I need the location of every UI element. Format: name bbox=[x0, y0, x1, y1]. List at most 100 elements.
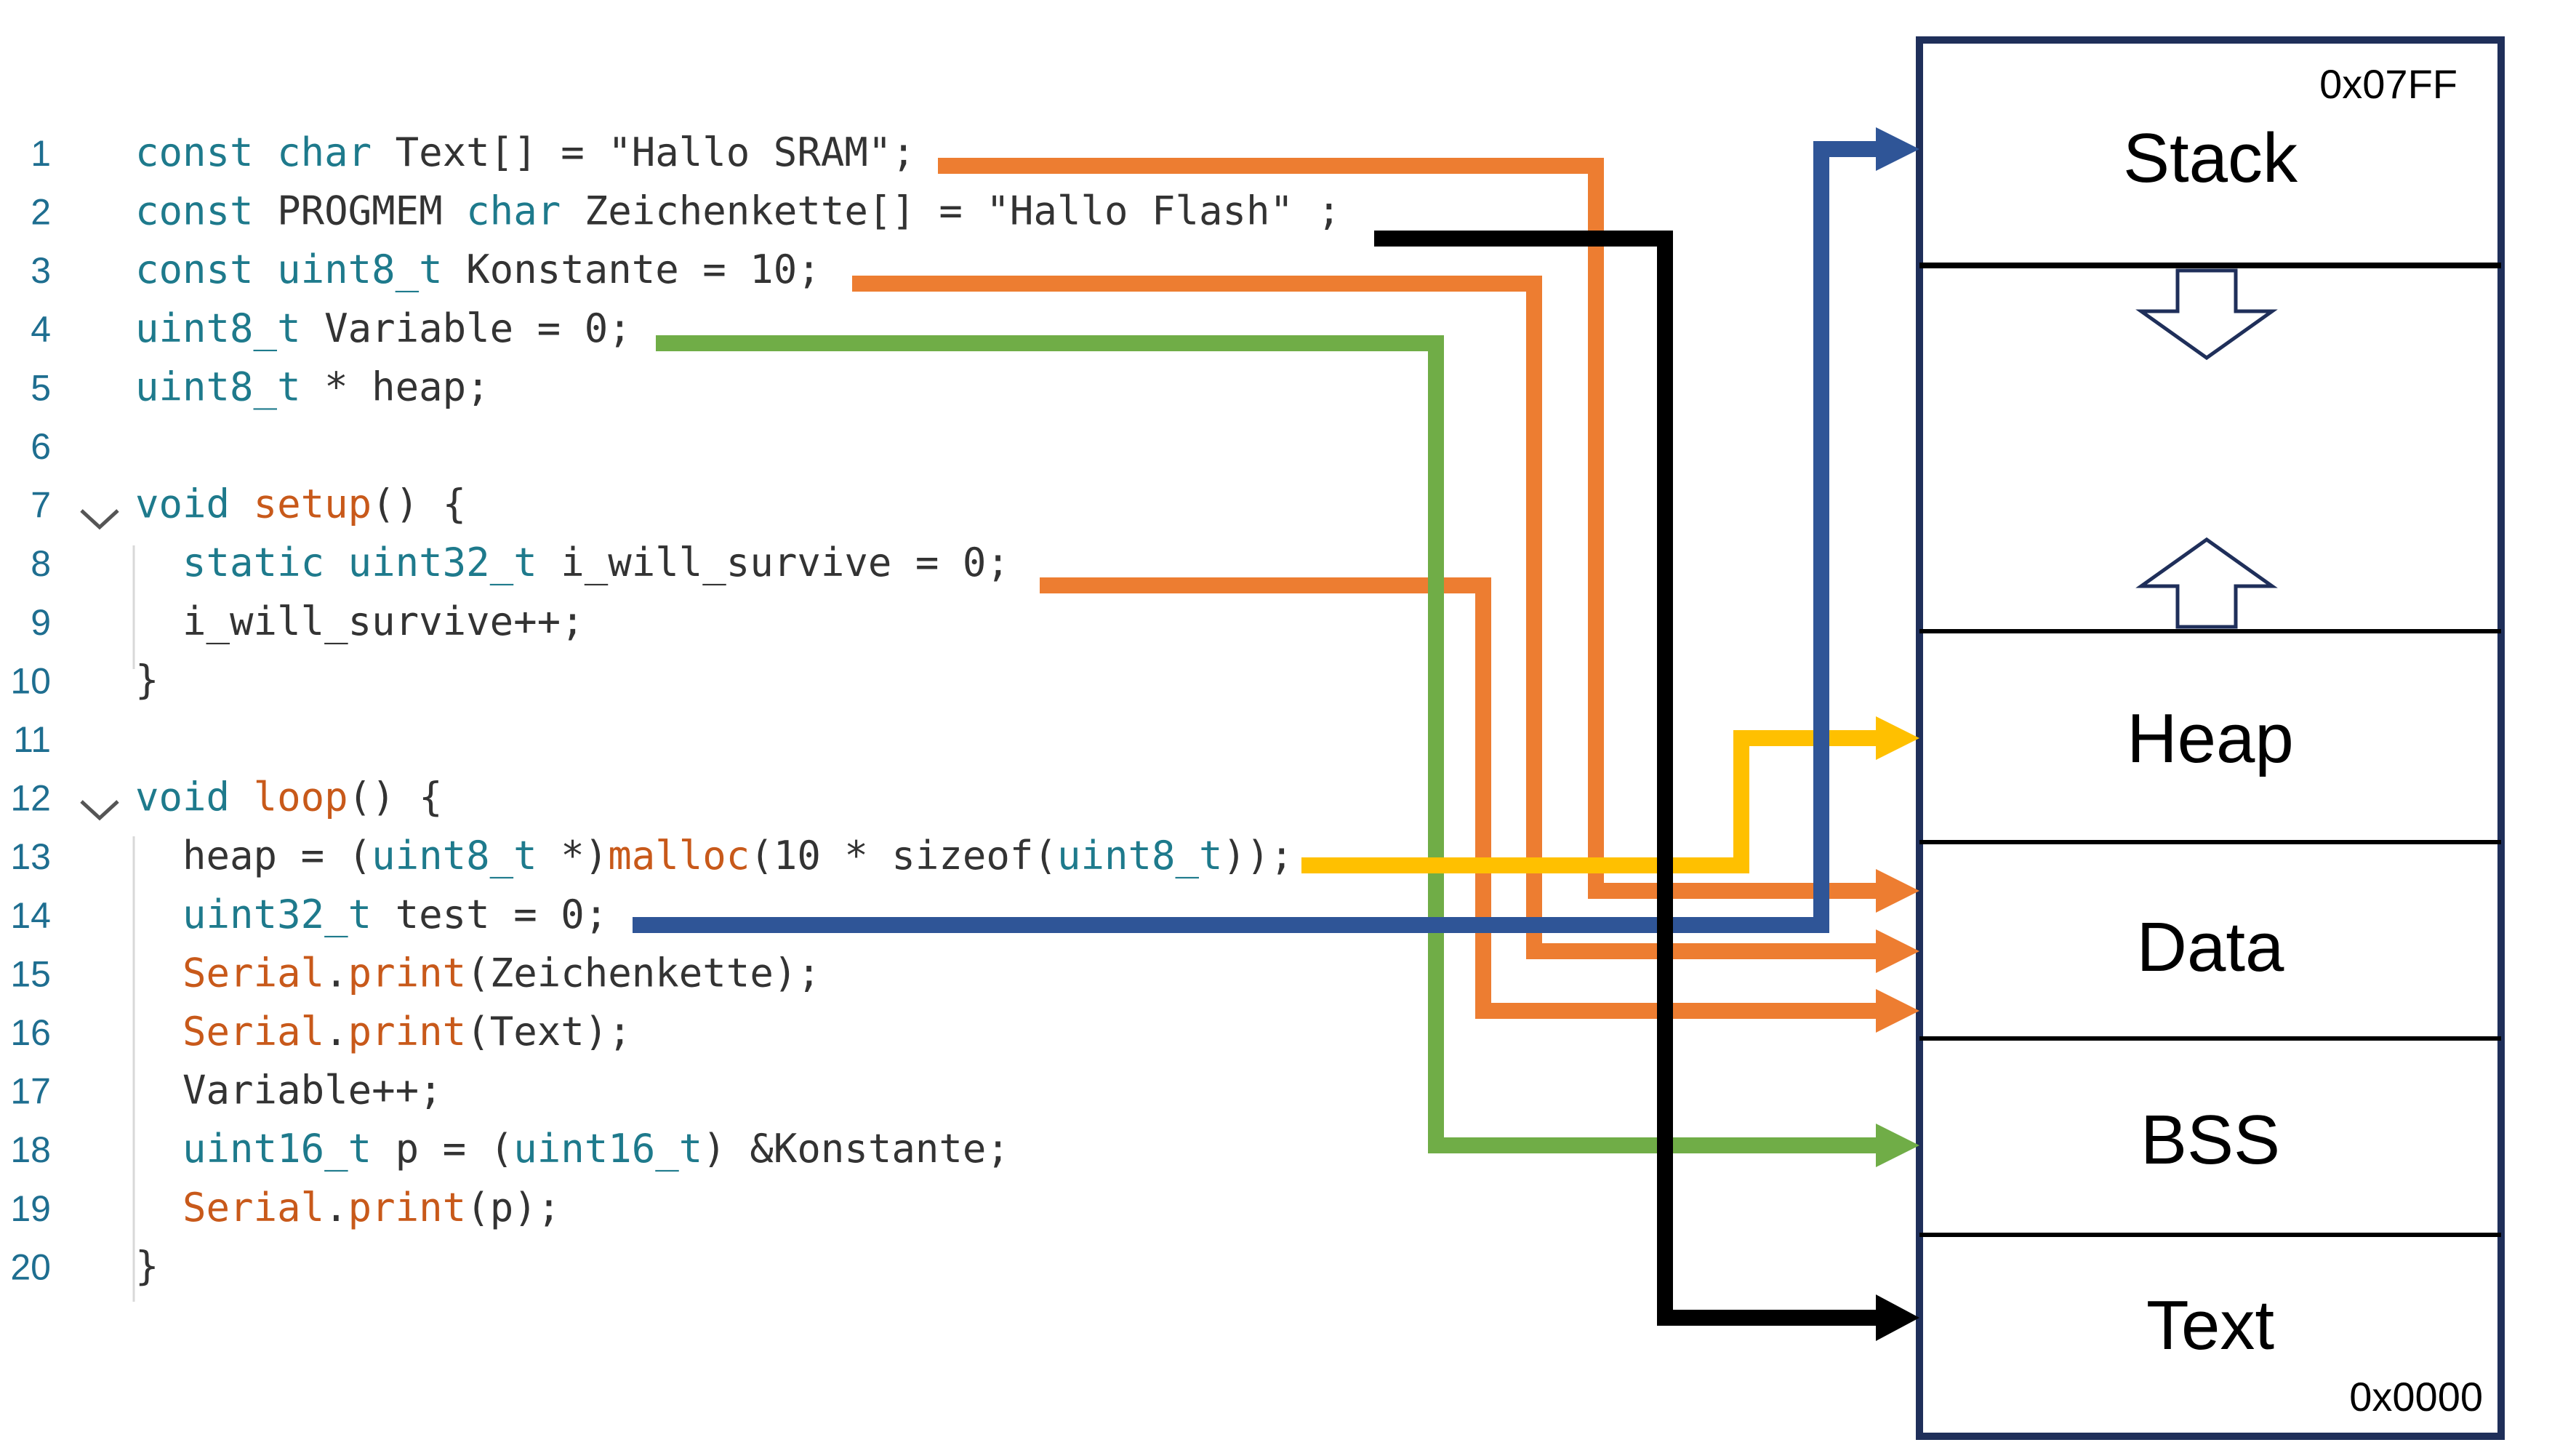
line-number: 3 bbox=[31, 250, 51, 291]
code-line[interactable]: const uint8_t Konstante = 10; bbox=[135, 247, 821, 292]
code-function: print bbox=[348, 1009, 467, 1054]
code-line[interactable]: uint32_t test = 0; bbox=[135, 892, 608, 937]
code-token: (Text); bbox=[466, 1009, 632, 1054]
arrowhead-icon bbox=[1876, 127, 1919, 171]
code-token: i_will_survive++; bbox=[135, 599, 585, 644]
code-line[interactable]: void setup() { bbox=[135, 481, 466, 527]
arrow-line1-to-data bbox=[938, 158, 1876, 899]
code-keyword: uint8_t bbox=[277, 247, 443, 292]
line-number: 9 bbox=[31, 602, 51, 643]
code-line[interactable]: } bbox=[135, 657, 159, 703]
line-number: 5 bbox=[31, 367, 51, 408]
bottom-address: 0x0000 bbox=[2349, 1374, 2483, 1420]
code-line[interactable]: void loop() { bbox=[135, 774, 443, 820]
arrow-line2-to-text bbox=[1374, 231, 1876, 1326]
code-keyword: char bbox=[466, 188, 561, 234]
arrowhead-icon bbox=[1876, 929, 1919, 973]
code-keyword: static bbox=[182, 540, 324, 585]
segment-heap: Heap bbox=[2127, 700, 2294, 777]
code-token: } bbox=[135, 657, 159, 703]
code-function: Serial bbox=[182, 1009, 324, 1054]
code-function: Serial bbox=[182, 1185, 324, 1230]
line-number: 13 bbox=[10, 836, 51, 877]
arrow-up-icon bbox=[2135, 537, 2278, 629]
code-keyword: const bbox=[135, 188, 254, 234]
top-address: 0x07FF bbox=[2319, 61, 2457, 107]
code-line[interactable]: uint8_t * heap; bbox=[135, 364, 490, 409]
code-keyword: const bbox=[135, 247, 254, 292]
code-keyword: uint8_t bbox=[135, 364, 301, 409]
arrow-line13-to-heap bbox=[1301, 730, 1876, 873]
arrow-down-icon bbox=[2135, 268, 2278, 361]
arrowhead-icon bbox=[1876, 989, 1919, 1033]
code-line[interactable]: heap = (uint8_t *)malloc(10 * sizeof(uin… bbox=[135, 833, 1293, 878]
chevron-down-icon[interactable] bbox=[80, 800, 119, 821]
code-token: Zeichenkette[] = "Hallo Flash" ; bbox=[561, 188, 1341, 234]
code-line[interactable]: Serial.print(Zeichenkette); bbox=[135, 950, 821, 996]
code-line[interactable]: } bbox=[135, 1243, 159, 1289]
arrow-line8-to-data bbox=[1040, 577, 1876, 1019]
code-token: Variable++; bbox=[135, 1068, 443, 1113]
code-keyword: uint32_t bbox=[348, 540, 537, 585]
code-line[interactable]: static uint32_t i_will_survive = 0; bbox=[135, 540, 1010, 585]
line-number: 1 bbox=[31, 133, 51, 174]
code-keyword: uint16_t bbox=[513, 1126, 702, 1172]
segment-stack: Stack bbox=[2123, 119, 2298, 197]
code-token bbox=[135, 1185, 182, 1230]
code-keyword: char bbox=[277, 129, 372, 175]
code-line[interactable]: const PROGMEM char Zeichenkette[] = "Hal… bbox=[135, 188, 1341, 234]
line-number: 7 bbox=[31, 485, 51, 526]
code-line[interactable]: uint8_t Variable = 0; bbox=[135, 305, 632, 351]
code-token bbox=[135, 892, 182, 937]
line-number: 4 bbox=[31, 309, 51, 350]
code-keyword: uint8_t bbox=[135, 305, 301, 351]
code-line[interactable]: Serial.print(p); bbox=[135, 1185, 561, 1230]
code-keyword: uint16_t bbox=[182, 1126, 372, 1172]
code-function: print bbox=[348, 1185, 467, 1230]
code-token: } bbox=[135, 1243, 159, 1289]
code-line[interactable]: Variable++; bbox=[135, 1068, 443, 1113]
line-number: 14 bbox=[10, 895, 51, 936]
fold-chevron-loop[interactable] bbox=[80, 800, 119, 821]
code-token: . bbox=[324, 950, 348, 996]
line-number: 18 bbox=[10, 1129, 51, 1170]
code-token: (p); bbox=[466, 1185, 561, 1230]
segment-data: Data bbox=[2137, 908, 2284, 986]
code-token bbox=[254, 129, 278, 175]
code-token bbox=[135, 540, 182, 585]
line-number: 17 bbox=[10, 1071, 51, 1112]
code-token: heap = ( bbox=[135, 833, 372, 878]
code-token: test = 0; bbox=[372, 892, 608, 937]
line-number: 8 bbox=[31, 543, 51, 584]
code-token: *) bbox=[537, 833, 609, 878]
code-function: print bbox=[348, 950, 467, 996]
code-token: p = ( bbox=[372, 1126, 513, 1172]
code-line[interactable]: const char Text[] = "Hallo SRAM"; bbox=[135, 129, 915, 175]
segment-text: Text bbox=[2146, 1286, 2274, 1364]
line-number: 6 bbox=[31, 426, 51, 467]
code-function: loop bbox=[254, 774, 348, 820]
code-line[interactable]: Serial.print(Text); bbox=[135, 1009, 632, 1054]
code-token: () { bbox=[372, 481, 466, 527]
code-token bbox=[135, 1126, 182, 1172]
code-token: . bbox=[324, 1009, 348, 1054]
code-line[interactable]: i_will_survive++; bbox=[135, 599, 585, 644]
code-function: Serial bbox=[182, 950, 324, 996]
arrowhead-icon bbox=[1876, 1294, 1919, 1341]
code-line[interactable]: uint16_t p = (uint16_t) &Konstante; bbox=[135, 1126, 1010, 1172]
line-number: 16 bbox=[10, 1012, 51, 1053]
code-token: Variable = 0; bbox=[301, 305, 632, 351]
chevron-down-icon[interactable] bbox=[80, 509, 119, 530]
code-function: malloc bbox=[608, 833, 750, 878]
line-number: 20 bbox=[10, 1246, 51, 1287]
code-keyword: void bbox=[135, 481, 230, 527]
fold-chevron-setup[interactable] bbox=[80, 509, 119, 530]
code-keyword: uint8_t bbox=[1057, 833, 1223, 878]
line-number: 2 bbox=[31, 192, 51, 233]
line-number: 11 bbox=[13, 719, 51, 760]
arrowhead-icon bbox=[1876, 869, 1919, 913]
arrow-line4-to-bss bbox=[656, 335, 1876, 1153]
code-token: PROGMEM bbox=[254, 188, 467, 234]
code-keyword: uint32_t bbox=[182, 892, 372, 937]
